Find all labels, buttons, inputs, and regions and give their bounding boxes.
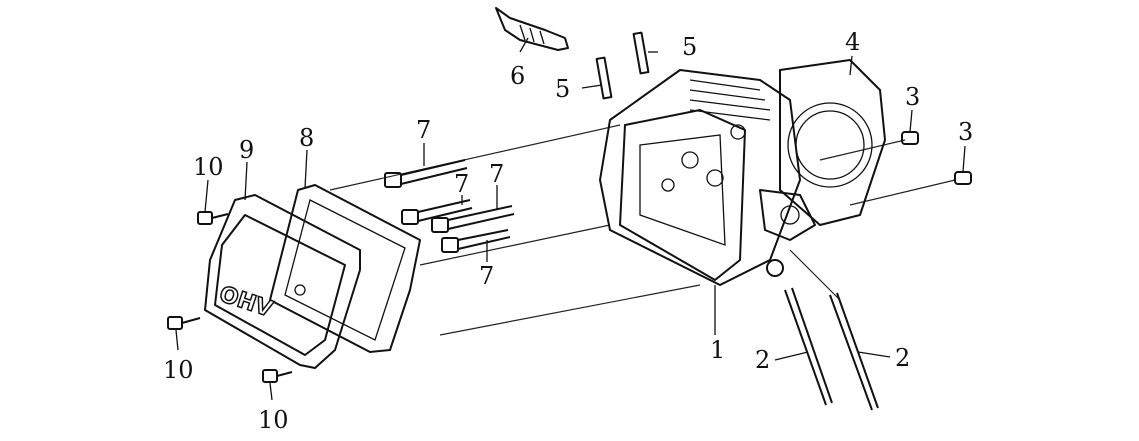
ohv-logo: OHV	[216, 282, 275, 323]
callout-4: 4	[845, 28, 860, 56]
leader-lines	[175, 37, 966, 401]
callout-9: 9	[239, 136, 254, 164]
stud-bolts-2	[784, 287, 879, 411]
valve-cover: OHV	[204, 194, 361, 369]
callout-5b: 5	[682, 33, 697, 61]
callout-3b: 3	[958, 118, 973, 146]
cover-gasket	[269, 184, 421, 353]
callout-6: 6	[510, 62, 525, 90]
callout-7c: 7	[489, 160, 504, 188]
callout-5a: 5	[555, 75, 570, 103]
callout-2b: 2	[895, 344, 910, 372]
callout-7d: 7	[479, 262, 494, 290]
callout-7a: 7	[416, 116, 431, 144]
spark-plug	[495, 7, 569, 51]
callout-10b: 10	[163, 356, 194, 384]
stud-5	[595, 31, 650, 100]
cover-bolts-10	[167, 211, 293, 383]
callout-7b: 7	[454, 170, 469, 198]
callout-2a: 2	[755, 346, 770, 374]
callout-10c: 10	[258, 406, 289, 434]
bolts-7	[384, 159, 515, 253]
callout-3a: 3	[905, 83, 920, 111]
callout-10a: 10	[193, 153, 224, 181]
alignment-lines	[329, 124, 956, 336]
callout-8: 8	[299, 124, 314, 152]
callout-1: 1	[710, 336, 725, 364]
callout-labels: 1 2 2 3 3 4 5 5 6 7 7 7 7 8 9 10 10 10	[163, 28, 973, 434]
cylinder-head	[599, 69, 816, 286]
